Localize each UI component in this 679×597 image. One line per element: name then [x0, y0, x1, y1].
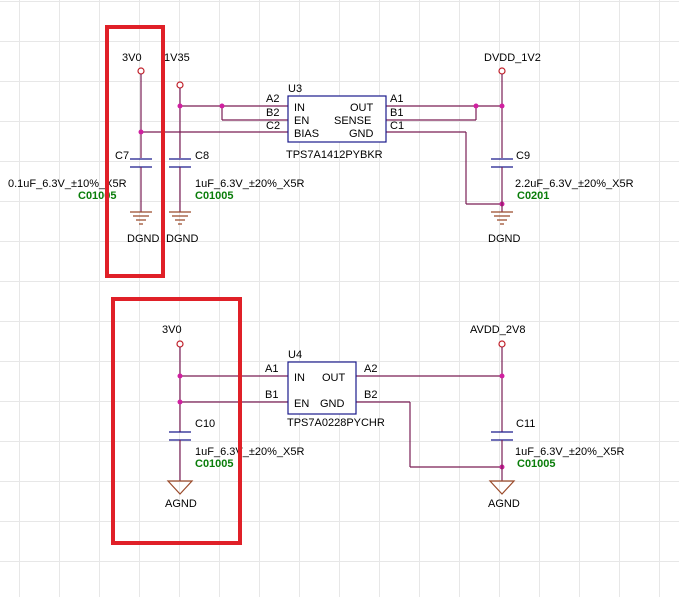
svg-text:BIAS: BIAS [294, 128, 319, 140]
svg-text:IN: IN [294, 102, 305, 114]
power-port-3v0-bottom[interactable]: 3V0 [162, 324, 184, 432]
svg-text:DVDD_1V2: DVDD_1V2 [484, 52, 541, 64]
svg-text:C01005: C01005 [78, 190, 117, 202]
svg-text:1uF_6.3V_±20%_X5R: 1uF_6.3V_±20%_X5R [195, 178, 304, 190]
junction [177, 103, 183, 109]
svg-text:C9: C9 [516, 150, 530, 162]
svg-text:IN: IN [294, 372, 305, 384]
svg-text:AGND: AGND [165, 498, 197, 510]
svg-text:AVDD_2V8: AVDD_2V8 [470, 324, 525, 336]
capacitor-c11[interactable]: C11 1uF_6.3V_±20%_X5R C01005 AGND [488, 418, 624, 510]
highlight-box-top [105, 25, 165, 278]
svg-text:A2: A2 [364, 363, 377, 375]
svg-text:C01005: C01005 [195, 458, 234, 470]
svg-text:C11: C11 [516, 418, 535, 430]
svg-text:EN: EN [294, 115, 309, 127]
svg-text:C7: C7 [115, 150, 129, 162]
svg-text:3V0: 3V0 [162, 324, 182, 336]
svg-text:C01005: C01005 [517, 458, 556, 470]
svg-text:SENSE: SENSE [334, 115, 371, 127]
svg-text:B2: B2 [364, 389, 377, 401]
svg-text:C8: C8 [195, 150, 209, 162]
junction [177, 373, 183, 379]
svg-text:A2: A2 [266, 93, 279, 105]
junction [138, 129, 144, 135]
svg-text:DGND: DGND [127, 233, 159, 245]
power-port-dvdd[interactable]: DVDD_1V2 [484, 52, 541, 158]
capacitor-c8[interactable]: C8 1uF_6.3V_±20%_X5R C01005 DGND [166, 150, 304, 245]
junction [499, 103, 505, 109]
svg-text:TPS7A1412PYBKR: TPS7A1412PYBKR [286, 149, 383, 161]
svg-text:A1: A1 [390, 93, 403, 105]
junction [499, 373, 505, 379]
svg-text:OUT: OUT [322, 372, 346, 384]
power-port-3v0-top[interactable]: 3V0 [122, 52, 145, 158]
junction [473, 103, 479, 109]
svg-text:0.1uF_6.3V_±10%_X5R: 0.1uF_6.3V_±10%_X5R [8, 178, 127, 190]
capacitor-c9[interactable]: C9 2.2uF_6.3V_±20%_X5R C0201 DGND [488, 150, 634, 245]
ic-u4[interactable]: U4 IN EN OUT GND A1 B1 A2 B2 TPS7A0228PY… [265, 349, 385, 429]
highlight-box-bottom [111, 297, 242, 545]
svg-text:DGND: DGND [488, 233, 520, 245]
svg-text:C0201: C0201 [517, 190, 549, 202]
ic-u3[interactable]: U3 IN EN BIAS OUT SENSE GND A2 B2 C2 A1 … [266, 83, 404, 161]
junction [219, 103, 225, 109]
svg-text:B2: B2 [266, 107, 279, 119]
svg-text:AGND: AGND [488, 498, 520, 510]
capacitor-c7[interactable]: C7 0.1uF_6.3V_±10%_X5R C01005 DGND [8, 150, 159, 245]
svg-text:1uF_6.3V_±20%_X5R: 1uF_6.3V_±20%_X5R [515, 446, 624, 458]
svg-text:GND: GND [320, 398, 345, 410]
svg-text:U3: U3 [288, 83, 302, 95]
svg-text:OUT: OUT [350, 102, 374, 114]
svg-text:GND: GND [349, 128, 374, 140]
svg-text:C2: C2 [266, 120, 280, 132]
svg-text:A1: A1 [265, 363, 278, 375]
svg-text:B1: B1 [265, 389, 278, 401]
svg-text:C10: C10 [195, 418, 215, 430]
power-port-1v35[interactable]: 1V35 [164, 52, 190, 158]
power-port-avdd[interactable]: AVDD_2V8 [470, 324, 525, 432]
svg-text:B1: B1 [390, 107, 403, 119]
svg-text:3V0: 3V0 [122, 52, 142, 64]
svg-text:U4: U4 [288, 349, 302, 361]
svg-text:C01005: C01005 [195, 190, 234, 202]
svg-text:EN: EN [294, 398, 309, 410]
capacitor-c10[interactable]: C10 1uF_6.3V_±20%_X5R C01005 AGND [165, 418, 304, 510]
svg-text:C1: C1 [390, 120, 404, 132]
svg-text:DGND: DGND [166, 233, 198, 245]
junction [177, 399, 183, 405]
svg-text:1V35: 1V35 [164, 52, 190, 64]
svg-text:1uF_6.3V_±20%_X5R: 1uF_6.3V_±20%_X5R [195, 446, 304, 458]
svg-text:TPS7A0228PYCHR: TPS7A0228PYCHR [287, 417, 385, 429]
svg-text:2.2uF_6.3V_±20%_X5R: 2.2uF_6.3V_±20%_X5R [515, 178, 634, 190]
